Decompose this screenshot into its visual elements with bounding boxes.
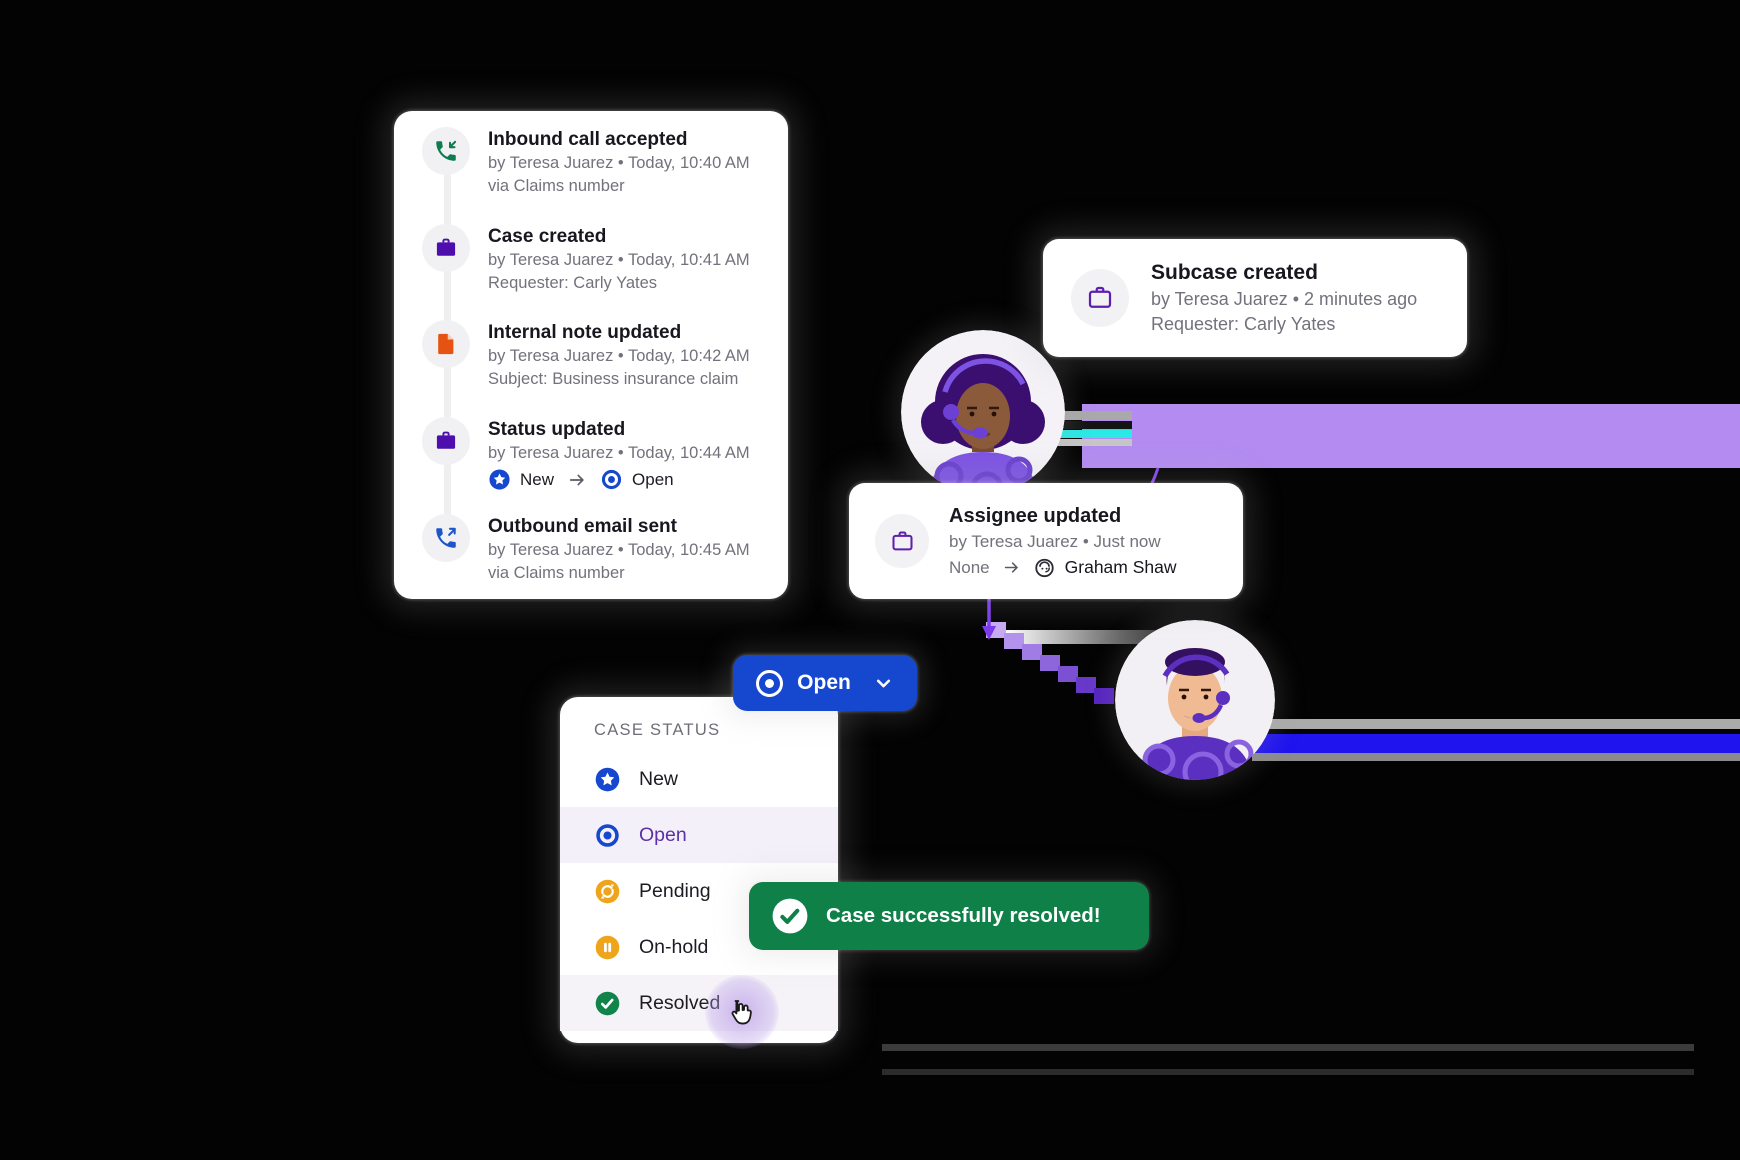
event-title: Status updated xyxy=(488,419,626,440)
event-title: Internal note updated xyxy=(488,322,682,343)
status-open-icon xyxy=(756,669,784,697)
assignee-to: Graham Shaw xyxy=(1064,557,1177,577)
timeline-event: Case created by Teresa Juarez • Today, 1… xyxy=(422,224,770,295)
menu-item-label: Resolved xyxy=(639,991,721,1014)
bottom-line-2 xyxy=(882,1069,1694,1075)
chevron-down-icon xyxy=(876,679,890,687)
briefcase-outline-icon xyxy=(875,514,929,568)
briefcase-icon xyxy=(422,224,470,272)
status-change: New Open xyxy=(488,468,750,491)
agent-avatar-graham xyxy=(1115,620,1275,780)
briefcase-outline-icon xyxy=(1071,269,1129,327)
menu-item-on-hold[interactable]: On-hold xyxy=(560,919,838,975)
cursor-pointer-icon xyxy=(731,1000,752,1025)
arrow-right-icon xyxy=(569,474,584,485)
status-from-label: New xyxy=(520,469,555,489)
note-icon xyxy=(422,320,470,368)
status-new-icon xyxy=(595,767,620,791)
lavender-bar xyxy=(1082,404,1740,468)
event-meta: by Teresa Juarez • Today, 10:40 AM xyxy=(488,154,750,172)
event-detail: Requester: Carly Yates xyxy=(488,274,658,292)
menu-header: CASE STATUS xyxy=(594,721,721,739)
status-open-icon xyxy=(596,823,619,847)
case-timeline-card: Inbound call accepted by Teresa Juarez •… xyxy=(394,111,788,599)
event-meta: by Teresa Juarez • Today, 10:44 AM xyxy=(488,444,750,462)
timeline-event: Internal note updated by Teresa Juarez •… xyxy=(422,320,770,391)
menu-item-label: On-hold xyxy=(639,935,709,958)
assignee-from: None xyxy=(949,557,990,577)
inbound-call-icon xyxy=(422,127,470,175)
bottom-line-1 xyxy=(882,1044,1694,1051)
right-bar-gray-bottom xyxy=(1252,753,1740,761)
timeline-event: Status updated by Teresa Juarez • Today,… xyxy=(422,417,770,491)
assignee-change: None Graham Shaw xyxy=(949,556,1177,579)
agent-person-icon xyxy=(1034,558,1054,578)
timeline-event: Outbound email sent by Teresa Juarez • T… xyxy=(422,514,770,585)
card-detail: Requester: Carly Yates xyxy=(1151,314,1336,334)
status-new-icon xyxy=(489,469,510,490)
status-open-icon xyxy=(601,469,622,490)
case-status-menu: CASE STATUS New Open Pending xyxy=(560,697,838,1043)
menu-item-new[interactable]: New xyxy=(560,751,838,807)
card-meta: by Teresa Juarez • 2 minutes ago xyxy=(1151,289,1418,309)
assignee-updated-card: Assignee updated by Teresa Juarez • Just… xyxy=(849,483,1243,599)
menu-item-label: Open xyxy=(639,823,687,846)
check-circle-icon xyxy=(772,898,808,934)
event-meta: by Teresa Juarez • Today, 10:42 AM xyxy=(488,347,750,365)
menu-item-pending[interactable]: Pending xyxy=(560,863,838,919)
event-meta: by Teresa Juarez • Today, 10:41 AM xyxy=(488,251,750,269)
timeline-event: Inbound call accepted by Teresa Juarez •… xyxy=(422,127,770,198)
menu-item-resolved[interactable]: Resolved xyxy=(560,975,838,1031)
status-to-label: Open xyxy=(632,469,674,489)
right-bar-blue xyxy=(1238,734,1740,753)
menu-item-open[interactable]: Open xyxy=(560,807,838,863)
glitch-bar-gray-1 xyxy=(1036,411,1132,420)
glitch-bar-gray-2 xyxy=(1038,439,1132,446)
toast-message: Case successfully resolved! xyxy=(826,904,1101,927)
briefcase-icon xyxy=(422,417,470,465)
menu-item-label: Pending xyxy=(639,879,711,902)
menu-item-label: New xyxy=(639,767,679,790)
glitch-bar-dark xyxy=(1036,421,1132,429)
outbound-call-icon xyxy=(422,514,470,562)
event-title: Inbound call accepted xyxy=(488,129,688,150)
event-title: Case created xyxy=(488,226,607,247)
success-toast: Case successfully resolved! xyxy=(749,882,1149,950)
status-resolved-icon xyxy=(595,991,620,1015)
status-pending-icon xyxy=(595,879,620,903)
event-detail: via Claims number xyxy=(488,177,625,195)
card-meta: by Teresa Juarez • Just now xyxy=(949,532,1161,551)
event-detail: via Claims number xyxy=(488,564,625,582)
case-status-dropdown-button[interactable]: Open xyxy=(733,655,917,711)
subcase-created-card: Subcase created by Teresa Juarez • 2 min… xyxy=(1043,239,1467,357)
event-meta: by Teresa Juarez • Today, 10:45 AM xyxy=(488,541,750,559)
right-bar-gray-top xyxy=(1252,719,1740,729)
card-title: Subcase created xyxy=(1151,261,1318,284)
event-title: Outbound email sent xyxy=(488,516,677,537)
status-button-label: Open xyxy=(797,671,851,694)
agent-avatar-teresa xyxy=(901,330,1065,494)
event-detail: Subject: Business insurance claim xyxy=(488,370,739,388)
status-on-hold-icon xyxy=(595,935,620,959)
glitch-bar-cyan xyxy=(1038,430,1132,438)
card-title: Assignee updated xyxy=(949,505,1122,527)
arrow-right-icon xyxy=(1004,562,1018,573)
